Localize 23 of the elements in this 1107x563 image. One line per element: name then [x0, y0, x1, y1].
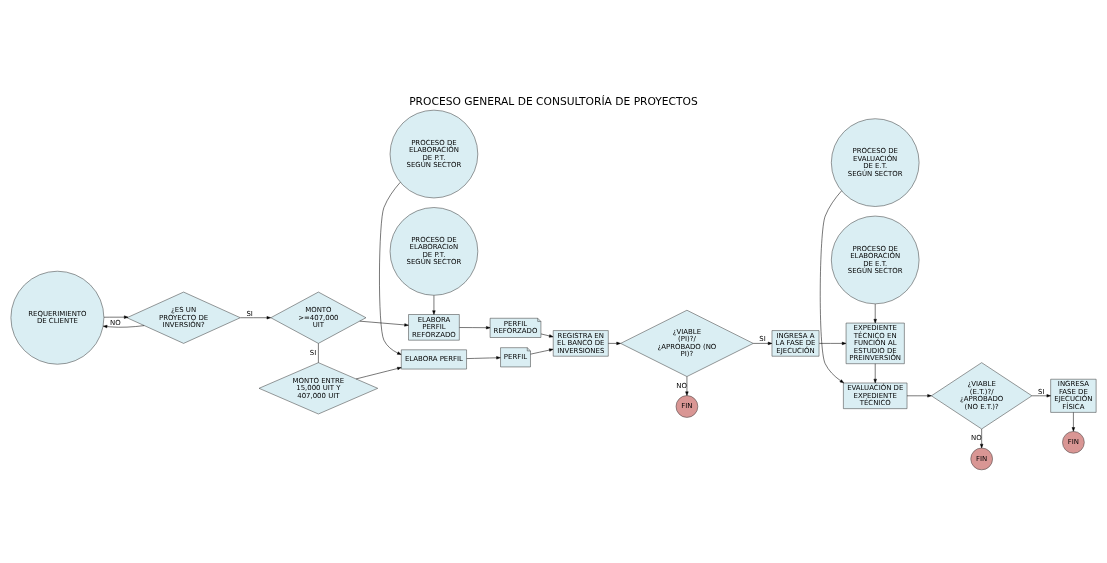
- arrow: [459, 325, 491, 329]
- arrow: [466, 355, 501, 359]
- arrow: [355, 366, 402, 379]
- arrow: [1031, 393, 1051, 397]
- arrow: [432, 294, 436, 315]
- arrow: [873, 303, 877, 323]
- arrow: [530, 348, 554, 354]
- arrow: [873, 363, 877, 383]
- arrow: [1071, 411, 1075, 431]
- arrow: [240, 315, 271, 319]
- arrow: [906, 393, 932, 397]
- arrow: [608, 341, 621, 345]
- arrow: [103, 324, 145, 328]
- arrow: [379, 181, 402, 355]
- arrow: [753, 341, 773, 345]
- diagram-title: PROCESO GENERAL DE CONSULTORÍA DE PROYECTOS: [409, 94, 698, 108]
- arrow: [540, 333, 554, 337]
- arrow: [103, 315, 129, 319]
- arrow: [685, 375, 689, 396]
- arrow: [359, 320, 409, 326]
- arrow: [819, 190, 844, 383]
- arrow: [818, 341, 847, 345]
- arrow: [980, 428, 984, 448]
